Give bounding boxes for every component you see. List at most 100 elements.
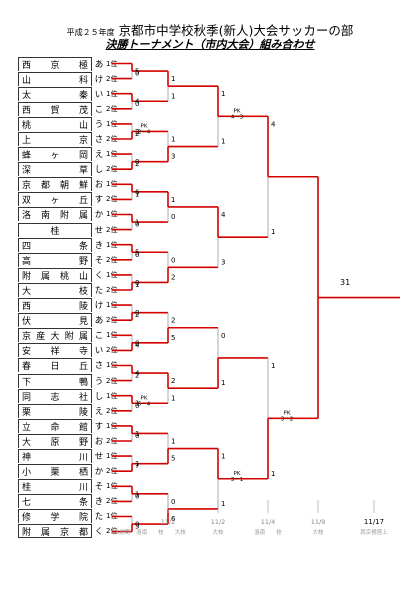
group-rank: 2位 [106,74,118,83]
team-name: 双ヶ丘 [18,192,92,207]
pk-score: 3－1 [231,477,244,483]
group-rank: 2位 [106,527,118,536]
group-letter: お [94,436,104,447]
group-letter: い [94,89,104,100]
group-letter: く [94,527,104,538]
group-rank: 2位 [106,316,118,325]
match-score: 5 [171,334,175,342]
match-score: 0 [135,221,139,229]
match-score: 1 [171,92,175,100]
group-rank: 2位 [106,285,118,294]
team-name: 安祥寺 [18,343,92,358]
page-subtitle: 決勝トーナメント（市内大会）組み合わせ [105,38,315,51]
group-letter: こ [94,104,104,115]
group-rank: 2位 [106,346,118,355]
team-name: 桂 [18,222,92,237]
group-rank: 2位 [106,225,118,234]
team-name: 立命館 [18,418,92,433]
match-score: 0 [135,70,139,78]
match-score: 0 [135,279,139,287]
group-letter: そ [94,255,104,266]
group-letter: え [94,406,104,417]
group-rank: 1位 [106,421,118,430]
team-name: 附属桃山 [18,267,92,282]
pk-score: 3－2 [281,416,294,422]
schedule-date: 11/4 [261,518,276,526]
schedule-venue: 大枝 [212,528,224,536]
group-letter: す [94,195,104,206]
schedule-date: 11/2 [161,518,176,526]
group-letter: け [94,301,104,312]
group-letter: う [94,376,104,387]
match-score: 6 [135,188,140,196]
match-score: 2 [135,128,139,136]
match-score: 2 [171,273,175,281]
group-rank: 1位 [106,482,118,491]
group-letter: お [94,180,104,191]
match-score: 4 [135,341,140,349]
group-rank: 2位 [106,467,118,476]
match-score: 4 [271,120,276,128]
schedule-date: 11/9 [311,518,326,526]
pk-label: PK [284,410,291,416]
match-score: 0 [135,158,139,166]
group-rank: 1位 [106,150,118,159]
group-letter: か [94,210,104,221]
match-score: 0 [221,332,225,340]
group-rank: 2位 [106,376,118,385]
match-score: 4 [221,211,226,219]
group-rank: 1位 [106,361,118,370]
group-rank: 1位 [106,512,118,521]
group-letter: え [94,150,104,161]
group-letter: た [94,285,104,296]
pk-score: 4－3 [231,114,244,120]
team-name: 四条 [18,237,92,252]
team-name: 小栗栖 [18,464,92,479]
match-score: 2 [135,160,139,168]
group-rank: 1位 [106,391,118,400]
schedule-venue: 大原野 洛南 桂 大枝 [114,528,186,536]
group-letter: そ [94,482,104,493]
match-score: 7 [135,462,139,470]
match-score: 5 [135,68,139,76]
match-score: 1 [271,228,275,236]
match-score: 6 [171,515,176,523]
team-name: 西陵 [18,298,92,313]
team-name: 附属京都 [18,524,92,539]
group-letter: き [94,497,104,508]
group-rank: 1位 [106,89,118,98]
group-rank: 1位 [106,331,118,340]
team-name: 洛南附属 [18,207,92,222]
team-name: 山科 [18,71,92,86]
match-score: 1 [135,219,139,227]
match-score: 1 [221,379,225,387]
team-name: 栗陵 [18,403,92,418]
team-name: 大原野 [18,433,92,448]
match-score: 1 [135,281,139,289]
team-name: 同志社 [18,388,92,403]
match-score: 2 [135,130,139,138]
team-name: 大枝 [18,282,92,297]
team-name: 蜂ヶ岡 [18,147,92,162]
schedule-date: 11/2 [211,518,226,526]
